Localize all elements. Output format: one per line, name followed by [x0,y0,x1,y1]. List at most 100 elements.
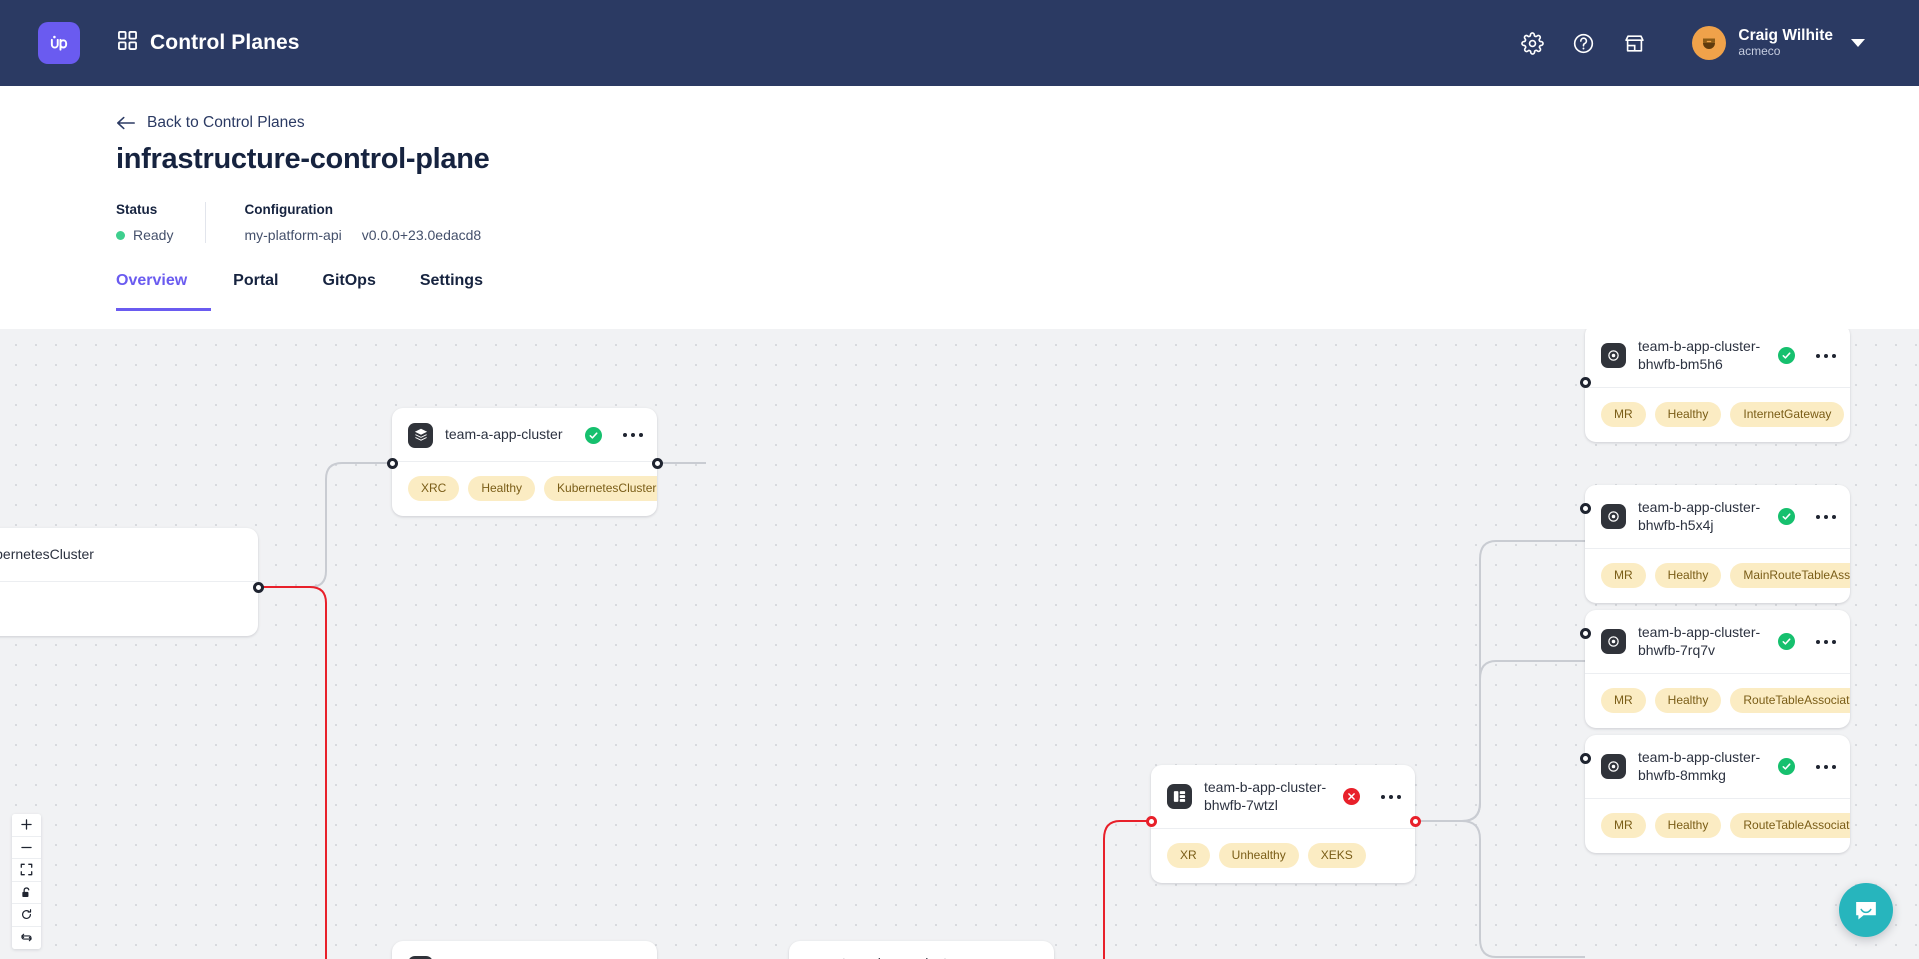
resource-graph-canvas[interactable]: K KubernetesCluster API team-a-app-clust… [0,329,1919,959]
node-chips: MR Healthy InternetGateway [1585,388,1850,442]
graph-node-kubernetescluster[interactable]: K KubernetesCluster API [0,528,258,637]
node-name: team-b-app-cluster-bhwfb-7rq7v [1638,624,1761,658]
status-healthy-icon [1777,758,1795,776]
fit-view-button[interactable] [12,859,41,882]
user-menu[interactable]: Craig Wilhite acmeco [1692,26,1865,60]
node-actions-menu[interactable] [1815,764,1836,770]
tab-settings[interactable]: Settings [419,272,483,289]
page-title: infrastructure-control-plane [116,143,490,175]
node-chips: XR Unhealthy XEKS [1151,829,1415,883]
minus-icon [21,846,32,848]
graph-node-team-b-app-cluster-bhwfb-8mmkg[interactable]: team-b-app-cluster-bhwfb-8mmkg MR Health… [1585,735,1850,853]
graph-node-team-b-app-cluster[interactable]: team-b-app-cluster XRC Unhealthy Kuberne… [392,941,657,959]
node-chips: XRC Healthy KubernetesCluster [392,462,657,516]
chat-launcher[interactable] [1839,883,1893,937]
handle-7wtzl-left[interactable] [1146,816,1157,827]
chip-health: Healthy [1654,562,1722,588]
help-icon[interactable] [1572,32,1595,55]
node-header: team-b-app-cluster-bhwfb-h5x4j [1585,485,1850,549]
handle-8mmkg-left[interactable] [1580,753,1591,764]
meta-row: Status Ready Configuration my-platform-a… [116,202,1919,243]
graph-node-team-b-app-cluster-bhwfb-bm5h6[interactable]: team-b-app-cluster-bhwfb-bm5h6 MR Health… [1585,329,1850,442]
sync-icon [21,933,32,942]
node-actions-menu[interactable] [622,432,643,438]
chip-type: InternetGateway [1730,401,1845,427]
handle-team-a-right[interactable] [652,458,663,469]
graph-node-team-b-app-cluster-bhwfb-7rq7v[interactable]: team-b-app-cluster-bhwfb-7rq7v MR Health… [1585,610,1850,728]
status-label: Status [116,202,158,217]
node-actions-menu[interactable] [1815,353,1836,359]
chip-kind: MR [1601,401,1646,427]
status-healthy-icon [1777,347,1795,365]
lock-open-icon [22,887,30,897]
layers-icon [408,422,433,448]
graph-node-team-a-app-cluster[interactable]: team-a-app-cluster XRC Healthy Kubernete… [392,408,657,517]
status-healthy-icon [584,426,602,444]
chevron-down-icon[interactable] [1851,39,1865,47]
handle-bm5h6-left[interactable] [1580,377,1591,388]
status-healthy-icon [1777,633,1795,651]
up-logo-glyph [50,35,68,51]
tab-gitops[interactable]: GitOps [322,272,376,289]
handle-kubernetescluster-right[interactable] [253,582,264,593]
user-text: Craig Wilhite acmeco [1738,27,1833,59]
nav-control-planes[interactable]: Control Planes [118,31,300,55]
edge-bhwfb-to-7wtzl [1103,820,1151,959]
graph-node-team-b-app-cluster-bhwfb-7wtzl[interactable]: team-b-app-cluster-bhwfb-7wtzl XR Unheal… [1151,765,1415,883]
chip-health: Healthy [1654,812,1722,838]
node-header: team-a-app-cluster [392,408,657,462]
layers-icon [408,955,433,959]
node-actions-menu[interactable] [1815,514,1836,520]
edge-api-to-team-b [258,586,327,959]
avatar [1692,26,1727,60]
chip-type: MainRouteTableAssociation [1730,562,1850,588]
graph-node-team-b-app-cluster-bhwfb[interactable]: team-b-app-cluster-bhwfb XR Unhealthy XK… [789,941,1054,959]
handle-7rq7v-left[interactable] [1580,628,1591,639]
node-header: team-b-app-cluster-bhwfb-bm5h6 [1585,329,1850,388]
node-name: team-b-app-cluster-bhwfb-7wtzl [1204,779,1327,813]
sync-button[interactable] [12,926,41,949]
back-link-label: Back to Control Planes [147,114,305,131]
chip-health: Healthy [1654,401,1722,427]
zoom-in-button[interactable] [12,814,41,837]
grid-icon [118,31,137,55]
reload-button[interactable] [12,904,41,927]
graph-node-team-b-app-cluster-bhwfb-h5x4j[interactable]: team-b-app-cluster-bhwfb-h5x4j MR Health… [1585,485,1850,603]
edge-api-to-team-a [258,462,392,588]
handle-h5x4j-left[interactable] [1580,503,1591,514]
configuration-block: Configuration my-platform-api v0.0.0+23.… [205,202,513,243]
page-header: Back to Control Planes infrastructure-co… [0,86,1919,329]
chip-kind: MR [1601,687,1646,713]
node-actions-menu[interactable] [1815,639,1836,645]
node-chips: MR Healthy MainRouteTableAssociation [1585,549,1850,603]
node-header: team-b-app-cluster-bhwfb-8mmkg [1585,735,1850,799]
node-header: team-b-app-cluster-bhwfb-7wtzl [1151,765,1415,829]
chip-type: RouteTableAssociation [1730,687,1850,713]
node-name: KubernetesCluster [0,546,94,563]
node-actions-menu[interactable] [1380,794,1401,800]
upbound-logo[interactable] [38,22,80,64]
node-name: team-b-app-cluster-bhwfb [842,955,970,959]
edge-7wtzl-to-bm5h6 [1415,660,1585,822]
tab-portal[interactable]: Portal [233,272,279,289]
top-navigation-bar: Control Planes [0,0,1919,86]
node-header: team-b-app-cluster-bhwfb [789,941,1054,959]
back-to-control-planes-link[interactable]: Back to Control Planes [116,114,305,132]
tab-overview[interactable]: Overview [116,272,212,311]
handle-team-a-left[interactable] [387,458,398,469]
configuration-value-row: my-platform-api v0.0.0+23.0edacd8 [244,227,481,243]
chip-type: XEKS [1307,842,1366,868]
marketplace-icon[interactable] [1623,32,1646,55]
status-healthy-icon [1777,508,1795,526]
chat-bubble-icon [1856,902,1876,920]
zoom-out-button[interactable] [12,836,41,859]
lock-button[interactable] [12,881,41,904]
status-value: Ready [133,227,174,243]
status-dot-icon [116,230,125,240]
tab-bar: Overview Portal GitOps Settings [116,272,505,311]
managed-resource-icon [1601,343,1626,369]
node-name: team-b-app-cluster-bhwfb-8mmkg [1638,749,1761,783]
chip-kind: XRC [408,476,460,502]
handle-7wtzl-right[interactable] [1410,816,1421,827]
gear-icon[interactable] [1521,31,1545,55]
